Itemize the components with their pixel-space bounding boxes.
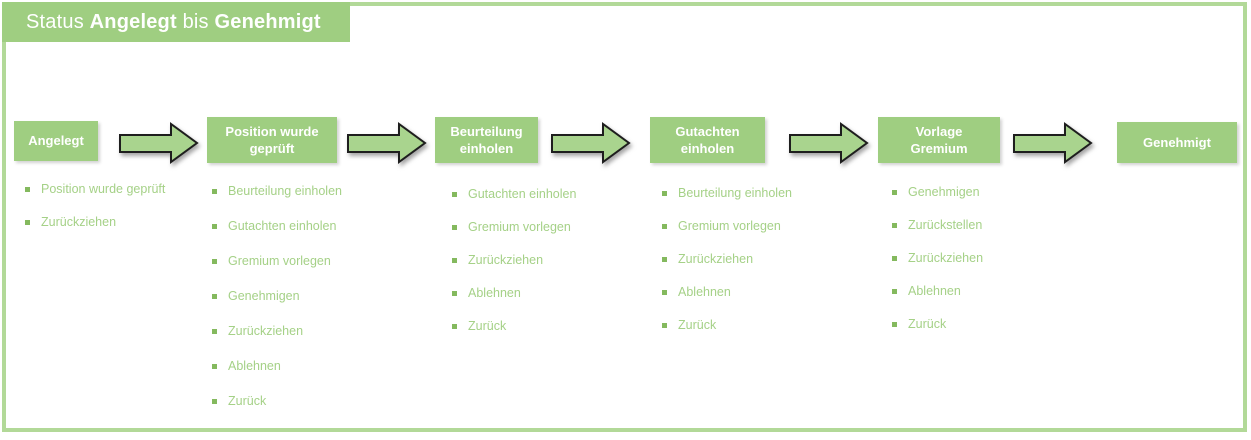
action-list-angelegt: Position wurde geprüft Zurückziehen bbox=[25, 182, 215, 248]
action-label: Zurück bbox=[228, 393, 267, 408]
title-separator: bis bbox=[176, 10, 215, 33]
bullet-square-icon bbox=[212, 398, 217, 404]
action-label: Zurückziehen bbox=[908, 250, 984, 265]
action-label: Gremium vorlegen bbox=[468, 219, 571, 234]
diagram-frame bbox=[2, 2, 1247, 432]
list-item: Zurückziehen bbox=[25, 214, 215, 229]
bullet-square-icon bbox=[662, 322, 667, 328]
bullet-square-icon bbox=[662, 190, 667, 196]
action-list-position-geprueft: Beurteilung einholen Gutachten einholen … bbox=[212, 184, 402, 429]
bullet-square-icon bbox=[452, 224, 457, 230]
list-item: Ablehnen bbox=[212, 358, 402, 373]
action-list-gutachten-einholen: Beurteilung einholen Gremium vorlegen Zu… bbox=[662, 186, 852, 351]
bullet-square-icon bbox=[892, 189, 897, 195]
list-item: Zurückstellen bbox=[892, 217, 1082, 232]
title-status-end: Genehmigt bbox=[214, 10, 321, 33]
bullet-square-icon bbox=[212, 363, 217, 369]
arrow-right-icon bbox=[788, 121, 870, 167]
list-item: Gutachten einholen bbox=[212, 218, 402, 233]
action-label: Zurück bbox=[678, 317, 717, 332]
action-label: Gremium vorlegen bbox=[228, 253, 331, 268]
stage-box-genehmigt: Genehmigt bbox=[1117, 122, 1237, 163]
action-list-vorlage-gremium: Genehmigen Zurückstellen Zurückziehen Ab… bbox=[892, 185, 1082, 350]
bullet-square-icon bbox=[452, 323, 457, 329]
action-label: Position wurde geprüft bbox=[41, 181, 166, 196]
list-item: Ablehnen bbox=[662, 284, 852, 299]
list-item: Position wurde geprüft bbox=[25, 181, 215, 196]
stage-box-vorlage-gremium: Vorlage Gremium bbox=[878, 117, 1000, 163]
list-item: Gremium vorlegen bbox=[662, 218, 852, 233]
bullet-square-icon bbox=[25, 219, 30, 225]
title-status-start: Angelegt bbox=[89, 10, 177, 33]
list-item: Gutachten einholen bbox=[452, 186, 642, 201]
bullet-square-icon bbox=[892, 255, 897, 261]
bullet-square-icon bbox=[452, 257, 457, 263]
stage-box-angelegt: Angelegt bbox=[14, 121, 98, 161]
bullet-square-icon bbox=[662, 256, 667, 262]
action-label: Zurückziehen bbox=[228, 323, 304, 338]
arrow-right-icon bbox=[118, 121, 200, 167]
list-item: Beurteilung einholen bbox=[212, 183, 402, 198]
action-label: Ablehnen bbox=[468, 285, 521, 300]
list-item: Genehmigen bbox=[892, 184, 1082, 199]
bullet-square-icon bbox=[212, 223, 217, 229]
bullet-square-icon bbox=[892, 288, 897, 294]
bullet-square-icon bbox=[892, 321, 897, 327]
bullet-square-icon bbox=[25, 186, 30, 192]
list-item: Ablehnen bbox=[892, 283, 1082, 298]
arrow-right-icon bbox=[550, 121, 632, 167]
list-item: Zurück bbox=[662, 317, 852, 332]
list-item: Zurück bbox=[892, 316, 1082, 331]
list-item: Zurück bbox=[212, 393, 402, 408]
action-label: Ablehnen bbox=[678, 284, 731, 299]
bullet-square-icon bbox=[212, 293, 217, 299]
list-item: Gremium vorlegen bbox=[212, 253, 402, 268]
bullet-square-icon bbox=[212, 188, 217, 194]
bullet-square-icon bbox=[452, 191, 457, 197]
list-item: Beurteilung einholen bbox=[662, 185, 852, 200]
action-label: Genehmigen bbox=[908, 184, 980, 199]
action-label: Zurückziehen bbox=[468, 252, 544, 267]
action-label: Gutachten einholen bbox=[228, 218, 337, 233]
action-label: Ablehnen bbox=[908, 283, 961, 298]
list-item: Zurückziehen bbox=[452, 252, 642, 267]
bullet-square-icon bbox=[212, 258, 217, 264]
bullet-square-icon bbox=[212, 328, 217, 334]
list-item: Zurückziehen bbox=[892, 250, 1082, 265]
action-label: Beurteilung einholen bbox=[228, 183, 342, 198]
action-label: Zurückziehen bbox=[678, 251, 754, 266]
bullet-square-icon bbox=[892, 222, 897, 228]
list-item: Zurück bbox=[452, 318, 642, 333]
stage-box-gutachten-einholen: Gutachten einholen bbox=[650, 117, 765, 163]
stage-box-beurteilung-einholen: Beurteilung einholen bbox=[435, 117, 538, 163]
action-label: Zurückstellen bbox=[908, 217, 983, 232]
stage-box-position-geprueft: Position wurde geprüft bbox=[207, 117, 337, 163]
title-prefix: Status bbox=[26, 10, 90, 33]
action-label: Zurück bbox=[468, 318, 507, 333]
action-label: Genehmigen bbox=[228, 288, 300, 303]
list-item: Gremium vorlegen bbox=[452, 219, 642, 234]
arrow-right-icon bbox=[1012, 121, 1094, 167]
list-item: Ablehnen bbox=[452, 285, 642, 300]
bullet-square-icon bbox=[452, 290, 457, 296]
list-item: Genehmigen bbox=[212, 288, 402, 303]
action-label: Ablehnen bbox=[228, 358, 281, 373]
action-label: Gutachten einholen bbox=[468, 186, 577, 201]
action-label: Zurückziehen bbox=[41, 214, 117, 229]
bullet-square-icon bbox=[662, 223, 667, 229]
action-label: Gremium vorlegen bbox=[678, 218, 781, 233]
bullet-square-icon bbox=[662, 289, 667, 295]
action-list-beurteilung-einholen: Gutachten einholen Gremium vorlegen Zurü… bbox=[452, 187, 642, 352]
list-item: Zurückziehen bbox=[662, 251, 852, 266]
arrow-right-icon bbox=[346, 121, 428, 167]
diagram-title: Status Angelegt bis Genehmigt bbox=[2, 2, 350, 42]
action-label: Zurück bbox=[908, 316, 947, 331]
list-item: Zurückziehen bbox=[212, 323, 402, 338]
action-label: Beurteilung einholen bbox=[678, 185, 792, 200]
